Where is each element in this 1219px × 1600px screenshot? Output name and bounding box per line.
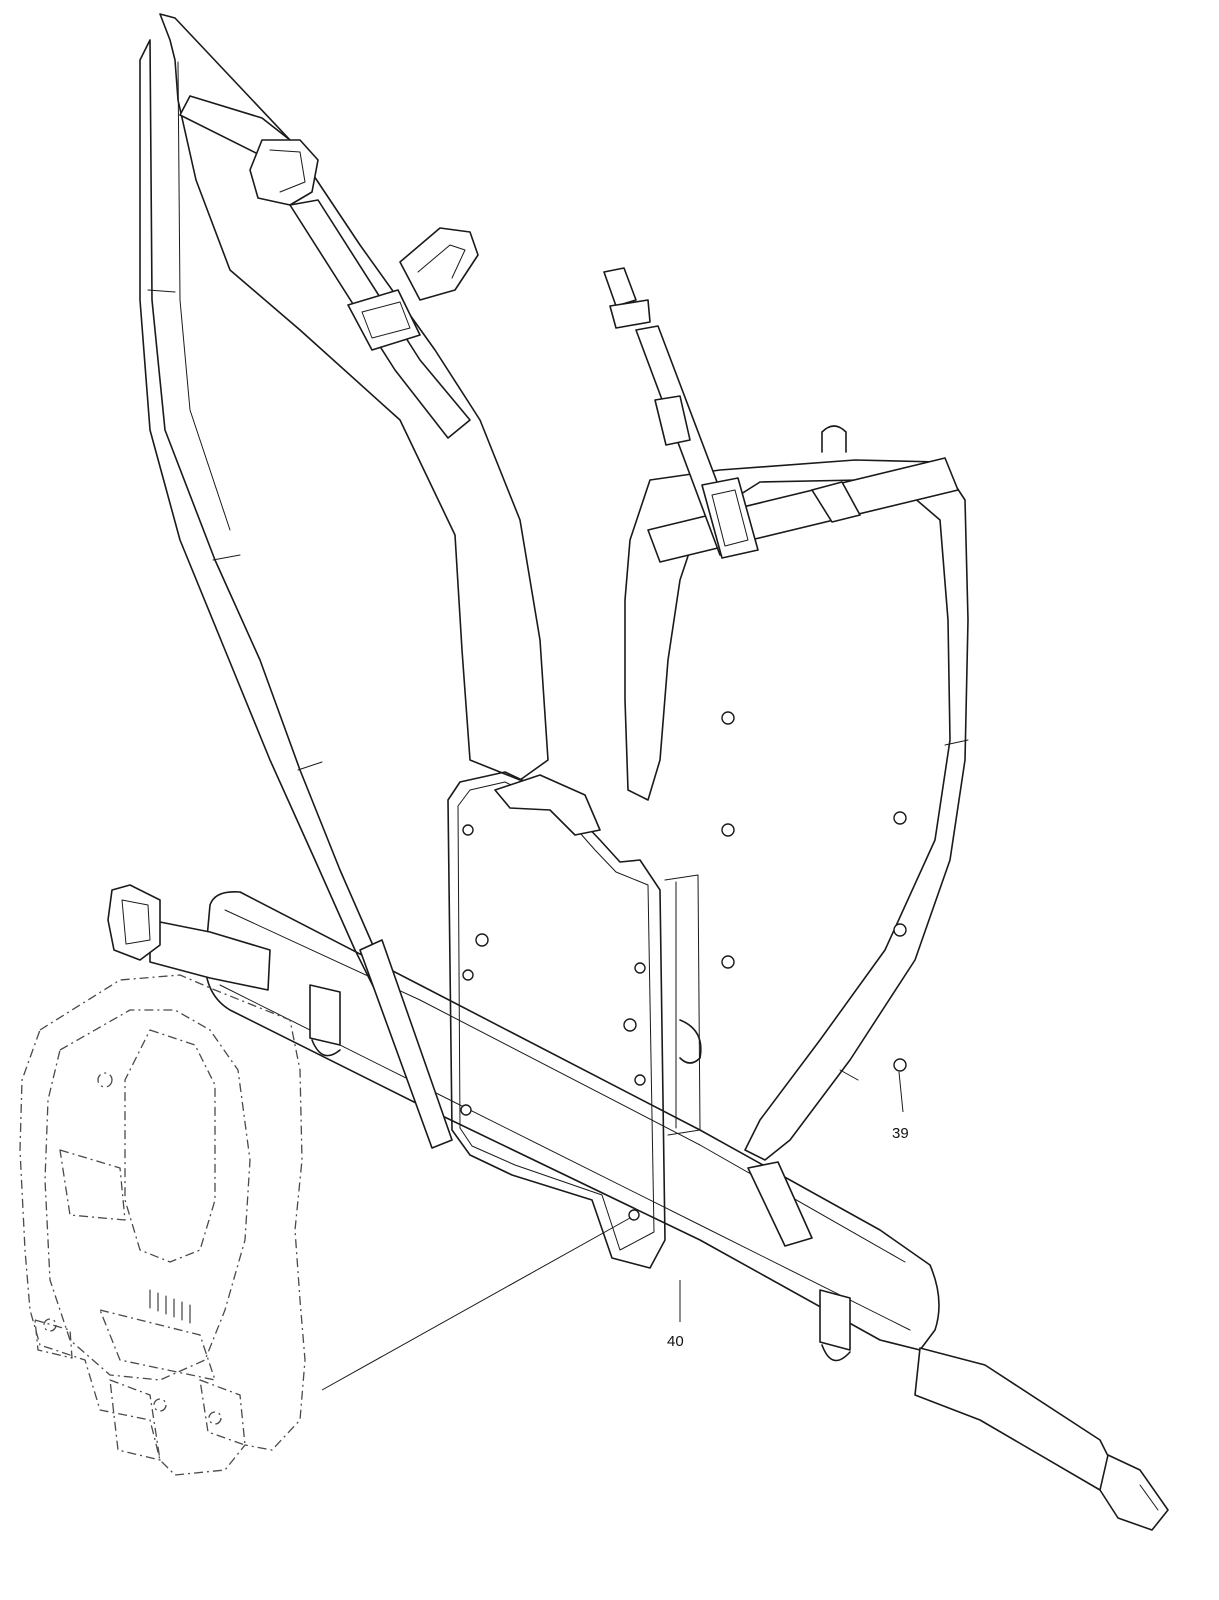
phantom-power-unit — [19, 974, 306, 1476]
waist-belt — [107, 884, 1169, 1531]
callout-40: 40 — [667, 1333, 684, 1350]
left-shoulder-strap — [139, 13, 549, 1011]
right-shoulder-strap — [603, 267, 969, 1161]
back-plate-hole — [460, 824, 646, 1221]
leader-line-40 — [321, 1217, 631, 1391]
leader-lines — [321, 1071, 904, 1391]
callout-39: 39 — [892, 1125, 909, 1142]
leader-line-39 — [898, 1071, 904, 1113]
back-plate — [447, 771, 702, 1269]
mounting-stud — [721, 711, 907, 1072]
